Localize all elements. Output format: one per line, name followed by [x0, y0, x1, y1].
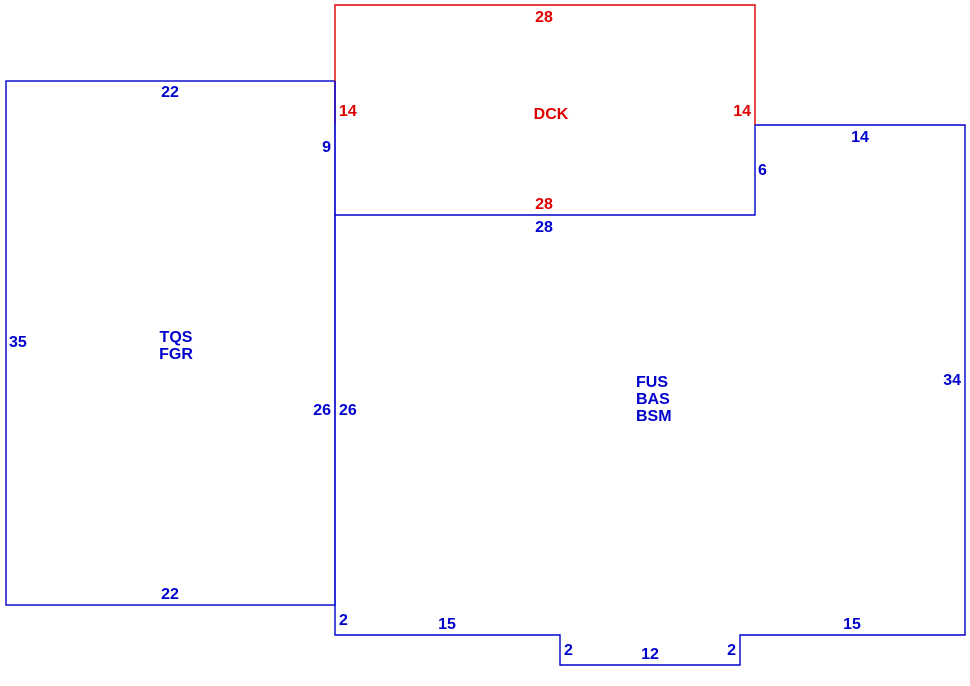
deck-outline	[334, 4, 756, 125]
notch-left-dimension: 2	[564, 642, 573, 659]
house-left-dimension: 26	[339, 402, 357, 419]
notch-right-dimension: 2	[727, 642, 736, 659]
deck-right-dimension: 14	[733, 103, 751, 120]
house-right-dimension: 34	[943, 372, 961, 389]
garage-upper-right-dimension: 9	[322, 139, 331, 156]
deck-top-dimension: 28	[535, 9, 553, 26]
deck-area-code: DCK	[534, 106, 569, 123]
house-bottom-left-dimension: 15	[438, 616, 456, 633]
house-area-code-3: BSM	[636, 408, 672, 425]
deck-left-dimension: 14	[339, 103, 357, 120]
garage-bottom-dimension: 22	[161, 586, 179, 603]
notch-bottom-dimension: 12	[641, 646, 659, 663]
house-area-code-1: FUS	[636, 374, 668, 391]
house-area-code-2: BAS	[636, 391, 670, 408]
deck-bottom-dimension: 28	[535, 196, 553, 213]
garage-left-dimension: 35	[9, 334, 27, 351]
garage-area-code-1: TQS	[160, 329, 193, 346]
house-outline	[334, 124, 966, 666]
house-right-step-dimension: 6	[758, 162, 767, 179]
house-top-dimension: 28	[535, 219, 553, 236]
garage-right-dimension: 26	[313, 402, 331, 419]
garage-area-code-2: FGR	[159, 346, 193, 363]
house-right-top-dimension: 14	[851, 129, 869, 146]
house-bottom-right-dimension: 15	[843, 616, 861, 633]
house-bottom-left-step-dimension: 2	[339, 612, 348, 629]
garage-top-dimension: 22	[161, 84, 179, 101]
